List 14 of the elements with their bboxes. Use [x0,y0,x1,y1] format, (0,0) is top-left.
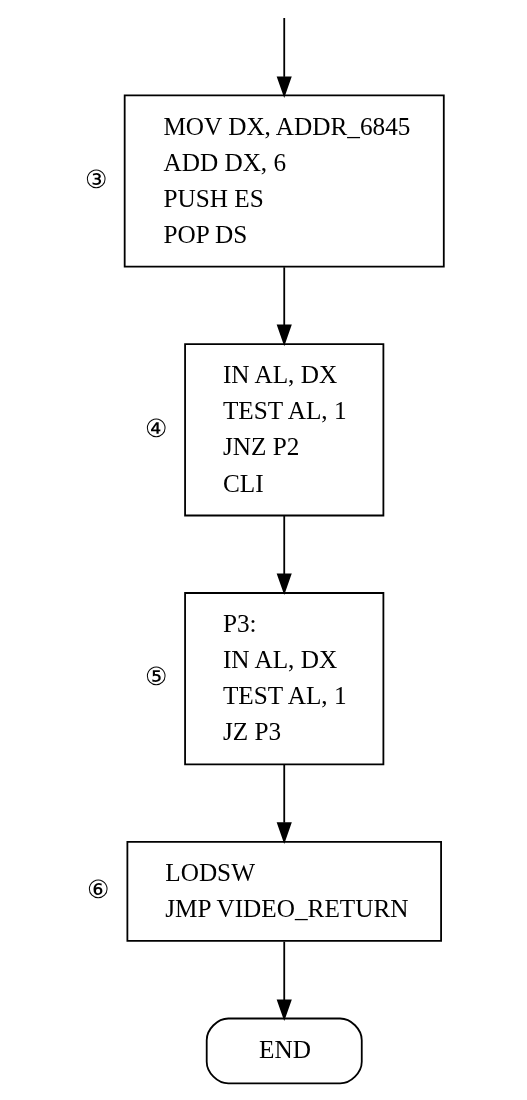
arrow [276,515,292,596]
arrow [276,266,292,347]
node-box: MOV DX, ADDR_6845 ADD DX, 6 PUSH ES POP DS [123,94,445,268]
node-label: ④ [144,414,167,442]
node-label: ⑥ [86,876,109,904]
arrow [276,763,292,844]
arrow [276,17,292,99]
node-label: ⑤ [144,663,167,691]
node-box: IN AL, DX TEST AL, 1 JNZ P2 CLI [184,343,385,517]
node-box: LODSW JMP VIDEO_RETURN [126,840,442,942]
node-box: P3: IN AL, DX TEST AL, 1 JZ P3 [184,592,385,766]
node-box: END [205,1017,363,1085]
node-label: ③ [85,165,108,193]
arrow [276,940,292,1022]
